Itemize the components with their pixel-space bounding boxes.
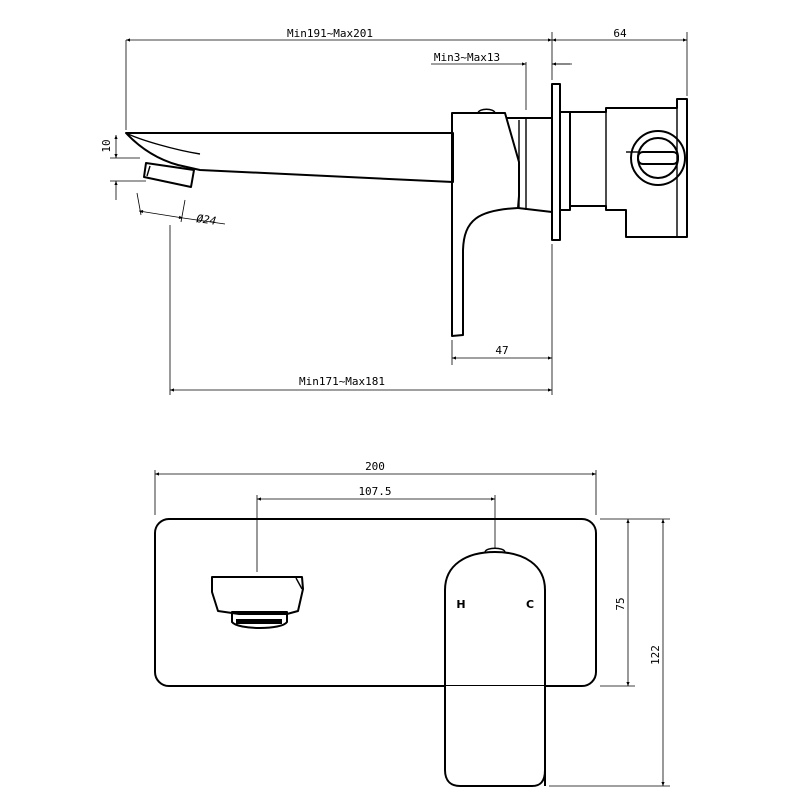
dim-handle-offset: 47 xyxy=(495,344,508,357)
nut xyxy=(559,111,571,211)
side-view: Min191~Max201 64 Min3~Max13 10 Ø24 47 Mi… xyxy=(100,27,688,395)
dim-wall-adjust: Min3~Max13 xyxy=(434,51,500,64)
dim-spout-height: 10 xyxy=(100,139,113,152)
dim-spout-reach: Min171~Max181 xyxy=(299,375,385,388)
handle-front xyxy=(444,550,546,786)
valve-body-outline xyxy=(570,98,688,238)
handle-cap xyxy=(477,108,496,114)
body-collar xyxy=(506,117,553,213)
aerator-front xyxy=(231,611,288,629)
hot-mark: H xyxy=(456,598,465,611)
dim-aerator-dia: Ø24 xyxy=(196,212,217,228)
dim-handle-height: 75 xyxy=(614,597,627,610)
dim-plate-width: 200 xyxy=(365,460,385,473)
aerator-outline xyxy=(143,162,195,188)
wall-plate-front xyxy=(154,518,597,687)
front-view: H C 200 107.5 75 122 xyxy=(154,460,670,787)
cold-mark: C xyxy=(526,598,534,611)
wall-plate-side xyxy=(551,83,561,241)
dim-centres: 107.5 xyxy=(358,485,391,498)
dim-overall-length: Min191~Max201 xyxy=(287,27,373,40)
mixer-body-outline xyxy=(451,112,520,337)
spout-top-edge xyxy=(125,132,201,155)
handle-cap-front xyxy=(484,547,506,553)
port-inner xyxy=(637,137,679,179)
port-outer xyxy=(630,130,686,186)
spout-outline xyxy=(125,132,454,183)
aerator-mesh xyxy=(236,619,282,624)
port-slot xyxy=(637,151,679,165)
dim-overall-height: 122 xyxy=(649,645,662,665)
spout-front xyxy=(211,576,304,615)
handle-lever xyxy=(444,686,546,787)
dim-depth-back: 64 xyxy=(613,27,627,40)
